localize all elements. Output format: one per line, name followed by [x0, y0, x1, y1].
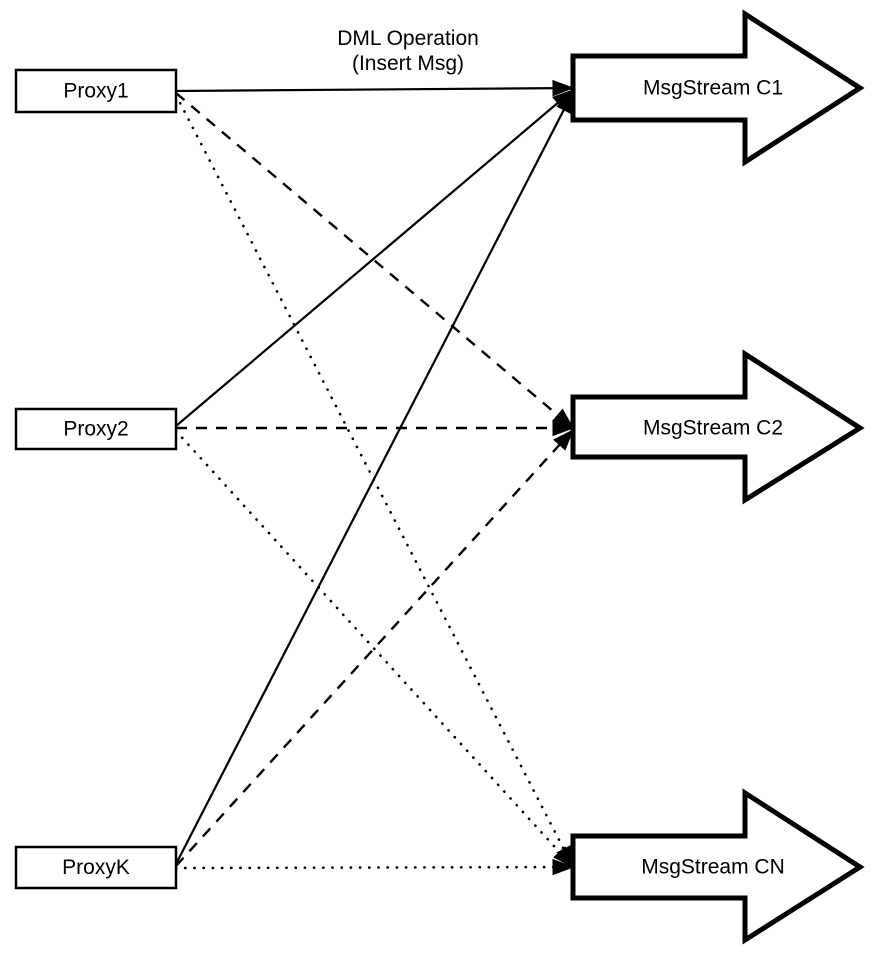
proxy-box-proxyk[interactable] — [14, 845, 178, 890]
block-arrow-msgstream_c1[interactable] — [570, 9, 865, 167]
arrowhead-proxy1-c1 — [552, 79, 575, 97]
msgstream-nodes-layer: MsgStream C1 MsgStream C2 MsgStream CN — [570, 9, 865, 945]
edges-layer — [174, 86, 569, 870]
arrowhead-proxyk-c2 — [553, 428, 574, 451]
arrowheads-layer — [552, 79, 575, 876]
msgstream-label-msgstream_c1: MsgStream C1 — [643, 77, 783, 100]
proxy-label-proxy2: Proxy2 — [63, 418, 128, 441]
proxy-node-proxy1[interactable]: Proxy1 — [14, 68, 178, 114]
msgstream-node-msgstream_c2[interactable]: MsgStream C2 — [570, 349, 865, 505]
msgstream-node-msgstream_cn[interactable]: MsgStream CN — [570, 788, 865, 945]
proxy-node-proxyk[interactable]: ProxyK — [14, 845, 178, 890]
proxy-node-proxy2[interactable]: Proxy2 — [14, 407, 178, 451]
dml-operation-label-line1: DML Operation — [337, 27, 479, 50]
edge-proxy1-cn — [174, 93, 569, 857]
edge-proxy1-c2 — [175, 92, 564, 421]
arrowhead-proxy2-cn — [553, 846, 574, 869]
proxy-box-proxy1[interactable] — [14, 68, 178, 114]
block-arrow-msgstream_c2[interactable] — [570, 349, 865, 505]
annotations-layer: DML Operation (Insert Msg) — [337, 27, 479, 75]
edge-proxyk-c2 — [175, 438, 566, 867]
edge-proxy2-cn — [174, 429, 566, 859]
msgstream-label-msgstream_cn: MsgStream CN — [641, 856, 785, 879]
edge-proxyk-c1 — [175, 103, 569, 865]
proxy-label-proxy1: Proxy1 — [63, 80, 128, 103]
edge-proxy2-c1 — [175, 97, 564, 427]
arrowhead-proxyk-cn — [552, 858, 575, 876]
proxy-box-proxy2[interactable] — [14, 407, 178, 451]
msgstream-node-msgstream_c1[interactable]: MsgStream C1 — [570, 9, 865, 167]
proxy-label-proxyk: ProxyK — [62, 856, 130, 879]
edge-proxy1-c1 — [175, 86, 561, 93]
block-arrow-msgstream_cn[interactable] — [570, 788, 865, 945]
edge-proxyk-cn — [174, 865, 562, 870]
dml-operation-label-line2: (Insert Msg) — [352, 52, 464, 75]
arrowhead-proxy2-c2 — [552, 419, 575, 437]
msgstream-label-msgstream_c2: MsgStream C2 — [643, 417, 783, 440]
